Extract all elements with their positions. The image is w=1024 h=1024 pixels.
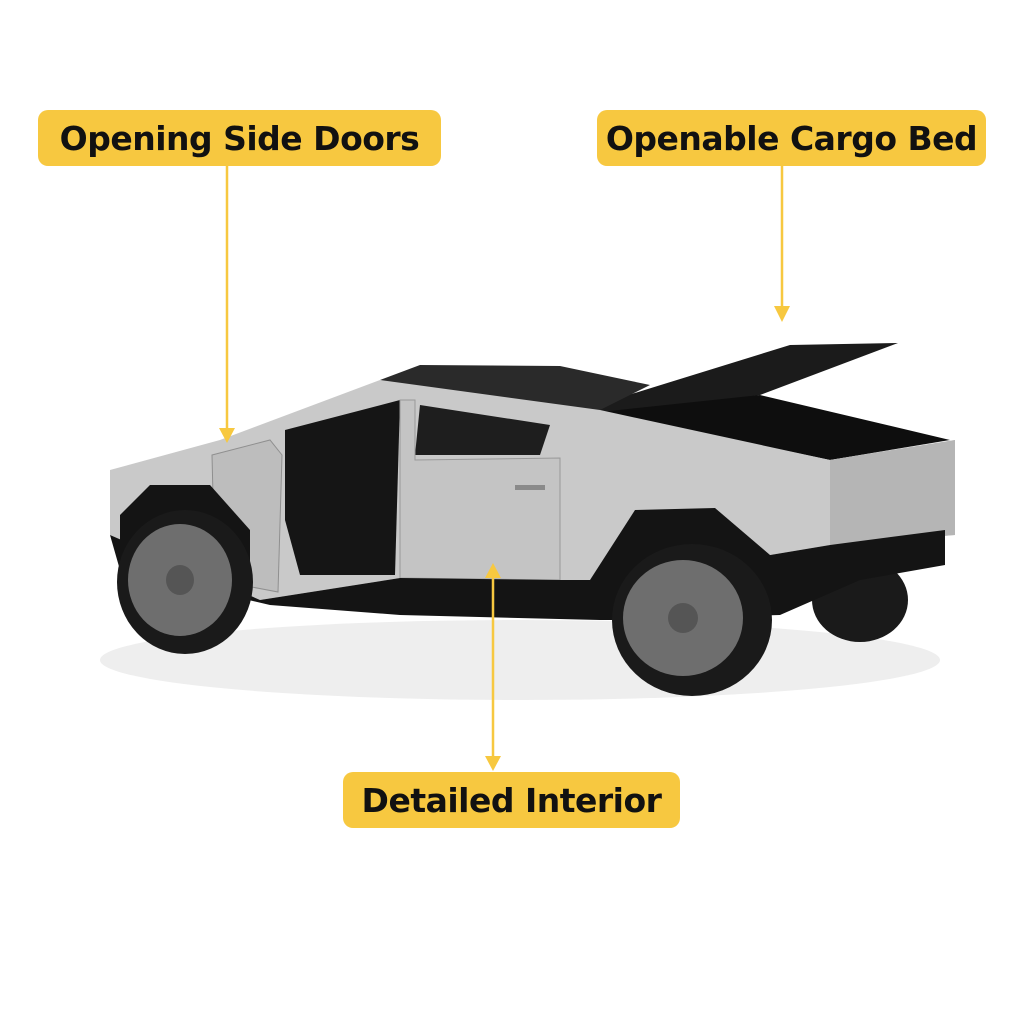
door-opening-interior	[285, 400, 400, 575]
door-handle	[515, 485, 545, 490]
callout-detailed-interior: Detailed Interior	[343, 772, 680, 828]
arrow-interior	[485, 563, 501, 771]
rear-wheel	[612, 544, 772, 696]
arrow-cargo	[774, 166, 790, 322]
front-wheel	[117, 510, 253, 654]
callout-openable-cargo-bed: Openable Cargo Bed	[597, 110, 986, 166]
roof-glass	[380, 365, 650, 410]
cargo-bed-lid	[580, 343, 898, 420]
arrow-doors	[219, 166, 235, 443]
callout-opening-side-doors: Opening Side Doors	[38, 110, 441, 166]
rear-window	[415, 405, 550, 455]
